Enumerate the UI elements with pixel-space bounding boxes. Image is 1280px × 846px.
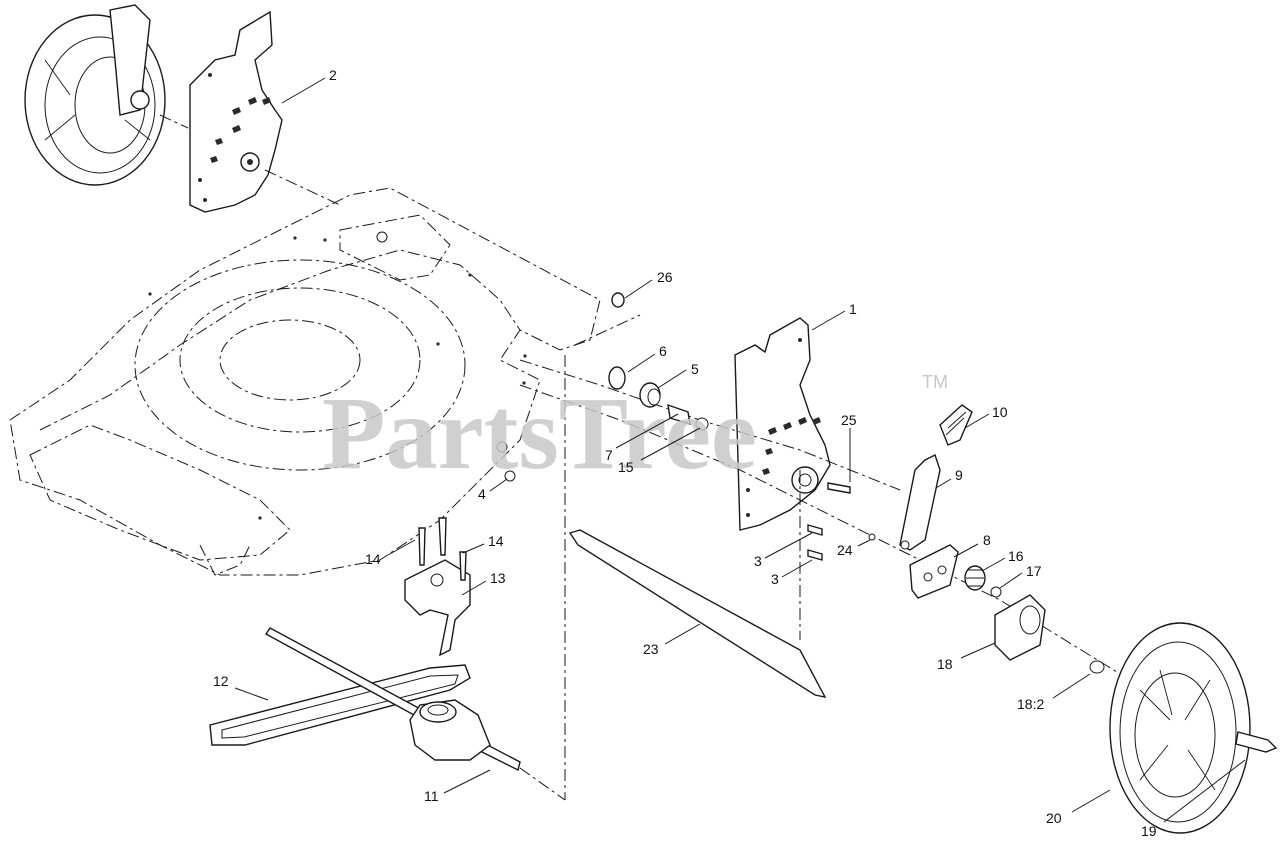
callout-13: 13 [490,570,506,586]
callout-3-lower: 3 [771,571,779,587]
callout-labels: 2 1 3 3 4 5 6 7 8 9 10 11 12 13 14 14 15… [213,67,1157,839]
drive-shaft [564,355,827,800]
callout-6: 6 [659,343,667,359]
height-bracket-left [159,10,341,213]
height-lever [899,404,973,551]
callout-3-upper: 3 [754,553,762,569]
callout-25: 25 [841,412,857,428]
callout-14-right: 14 [488,533,504,549]
callout-12: 12 [213,673,229,689]
callout-20: 20 [1046,810,1062,826]
callout-4: 4 [478,486,486,502]
callout-15: 15 [618,459,634,475]
drive-belt [209,664,471,746]
callout-19: 19 [1141,823,1157,839]
drive-bracket [404,517,471,657]
mower-deck [9,187,601,576]
watermark-trademark: TM [922,372,948,392]
callout-10: 10 [992,404,1008,420]
callout-5: 5 [691,361,699,377]
watermark-text: PartsTree [322,376,757,491]
callout-17: 17 [1026,563,1042,579]
callout-23: 23 [643,641,659,657]
drive-gear-assembly [909,544,1105,674]
callout-1: 1 [849,301,857,317]
callout-18-2: 18:2 [1017,696,1044,712]
callout-2: 2 [329,67,337,83]
left-wheel [24,4,166,186]
callout-8: 8 [983,532,991,548]
callout-11: 11 [424,788,439,804]
callout-9: 9 [955,467,963,483]
callout-leaders [234,77,1246,823]
callout-24: 24 [837,542,853,558]
callout-18: 18 [937,656,953,672]
callout-16: 16 [1008,548,1024,564]
callout-7: 7 [605,447,613,463]
height-bracket-right [734,317,831,531]
transmission [264,627,566,801]
callout-14-left: 14 [365,551,381,567]
right-wheel [1109,622,1278,834]
callout-26: 26 [657,269,673,285]
